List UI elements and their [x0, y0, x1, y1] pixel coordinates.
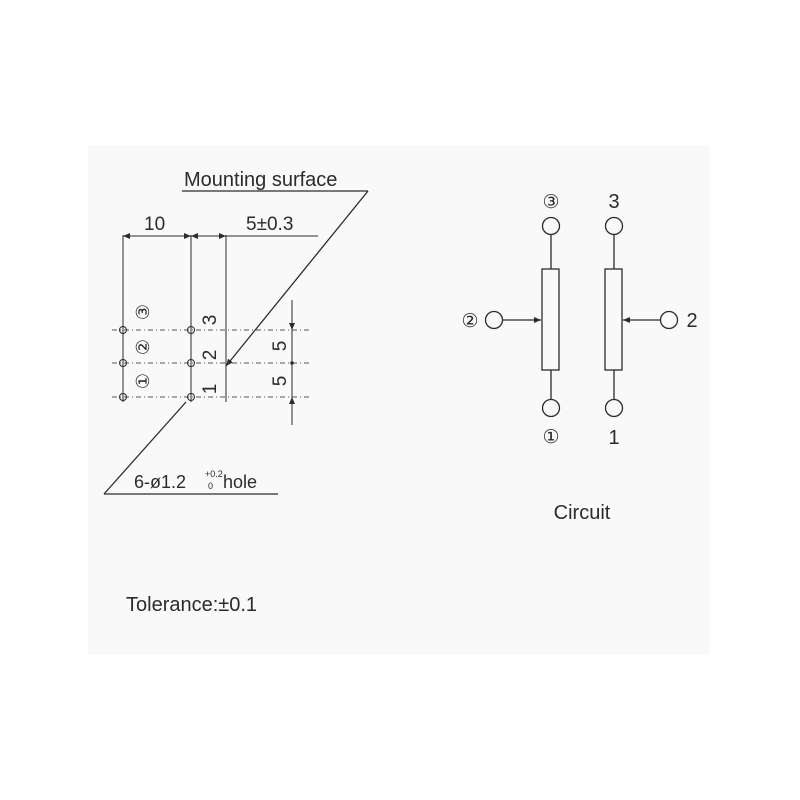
hole-label-suffix: hole: [223, 472, 257, 492]
terminal-left-wiper: [484, 310, 504, 330]
hole-marks: [119, 326, 195, 401]
hole-tol-minus: 0: [208, 481, 213, 491]
resistor-right: [604, 268, 623, 371]
hole-r3: [187, 326, 195, 334]
dim-10-label: 10: [144, 214, 165, 235]
terminal-right-bottom: [604, 398, 624, 418]
circuit-left-top-label: ③: [542, 192, 559, 213]
hole-label: 6-ø1.2: [134, 472, 186, 492]
hole-tol-plus: +0.2: [205, 469, 223, 479]
pin-2: 2: [200, 350, 221, 361]
mounting-surface-label: Mounting surface: [184, 169, 337, 191]
circuit-left-bottom-label: ①: [542, 427, 559, 448]
circuit-right-top-label: 3: [608, 191, 619, 213]
hole-leader: [103, 401, 187, 495]
hole-l3: [119, 326, 127, 334]
hole-r1: [187, 393, 195, 401]
hole-l2: [119, 359, 127, 367]
terminal-right-wiper: [659, 310, 679, 330]
pin-3: 3: [200, 315, 221, 326]
tolerance-note: Tolerance:±0.1: [126, 594, 257, 616]
circuit-left-mid-label: ②: [461, 311, 478, 332]
terminal-left-bottom: [541, 398, 561, 418]
hole-l1: [119, 393, 127, 401]
terminal-left-top: [541, 216, 561, 236]
pin-1: 1: [200, 384, 221, 395]
pin-circled-1: ①: [133, 373, 153, 389]
pin-circled-3: ③: [133, 304, 153, 320]
dim-5-upper-label: 5: [270, 341, 291, 352]
hole-r2: [187, 359, 195, 367]
pin-circled-2: ②: [133, 339, 153, 355]
circuit-caption: Circuit: [554, 502, 611, 524]
resistor-left: [541, 268, 560, 371]
dim-mid-dot: [290, 361, 294, 365]
mounting-drawing: Mounting surface 10 5±0.3: [103, 169, 369, 495]
hole-label-prefix: 6-ø1.2: [134, 472, 186, 492]
dim-5-lower-label: 5: [270, 376, 291, 387]
circuit-diagram: ③ ① ② 3 1 2 Circuit: [461, 191, 697, 524]
circuit-right-mid-label: 2: [686, 310, 697, 332]
terminal-right-top: [604, 216, 624, 236]
circuit-right-bottom-label: 1: [608, 427, 619, 449]
mounting-surface-leader: [225, 190, 369, 367]
dim-5-tol-label: 5±0.3: [246, 214, 293, 235]
